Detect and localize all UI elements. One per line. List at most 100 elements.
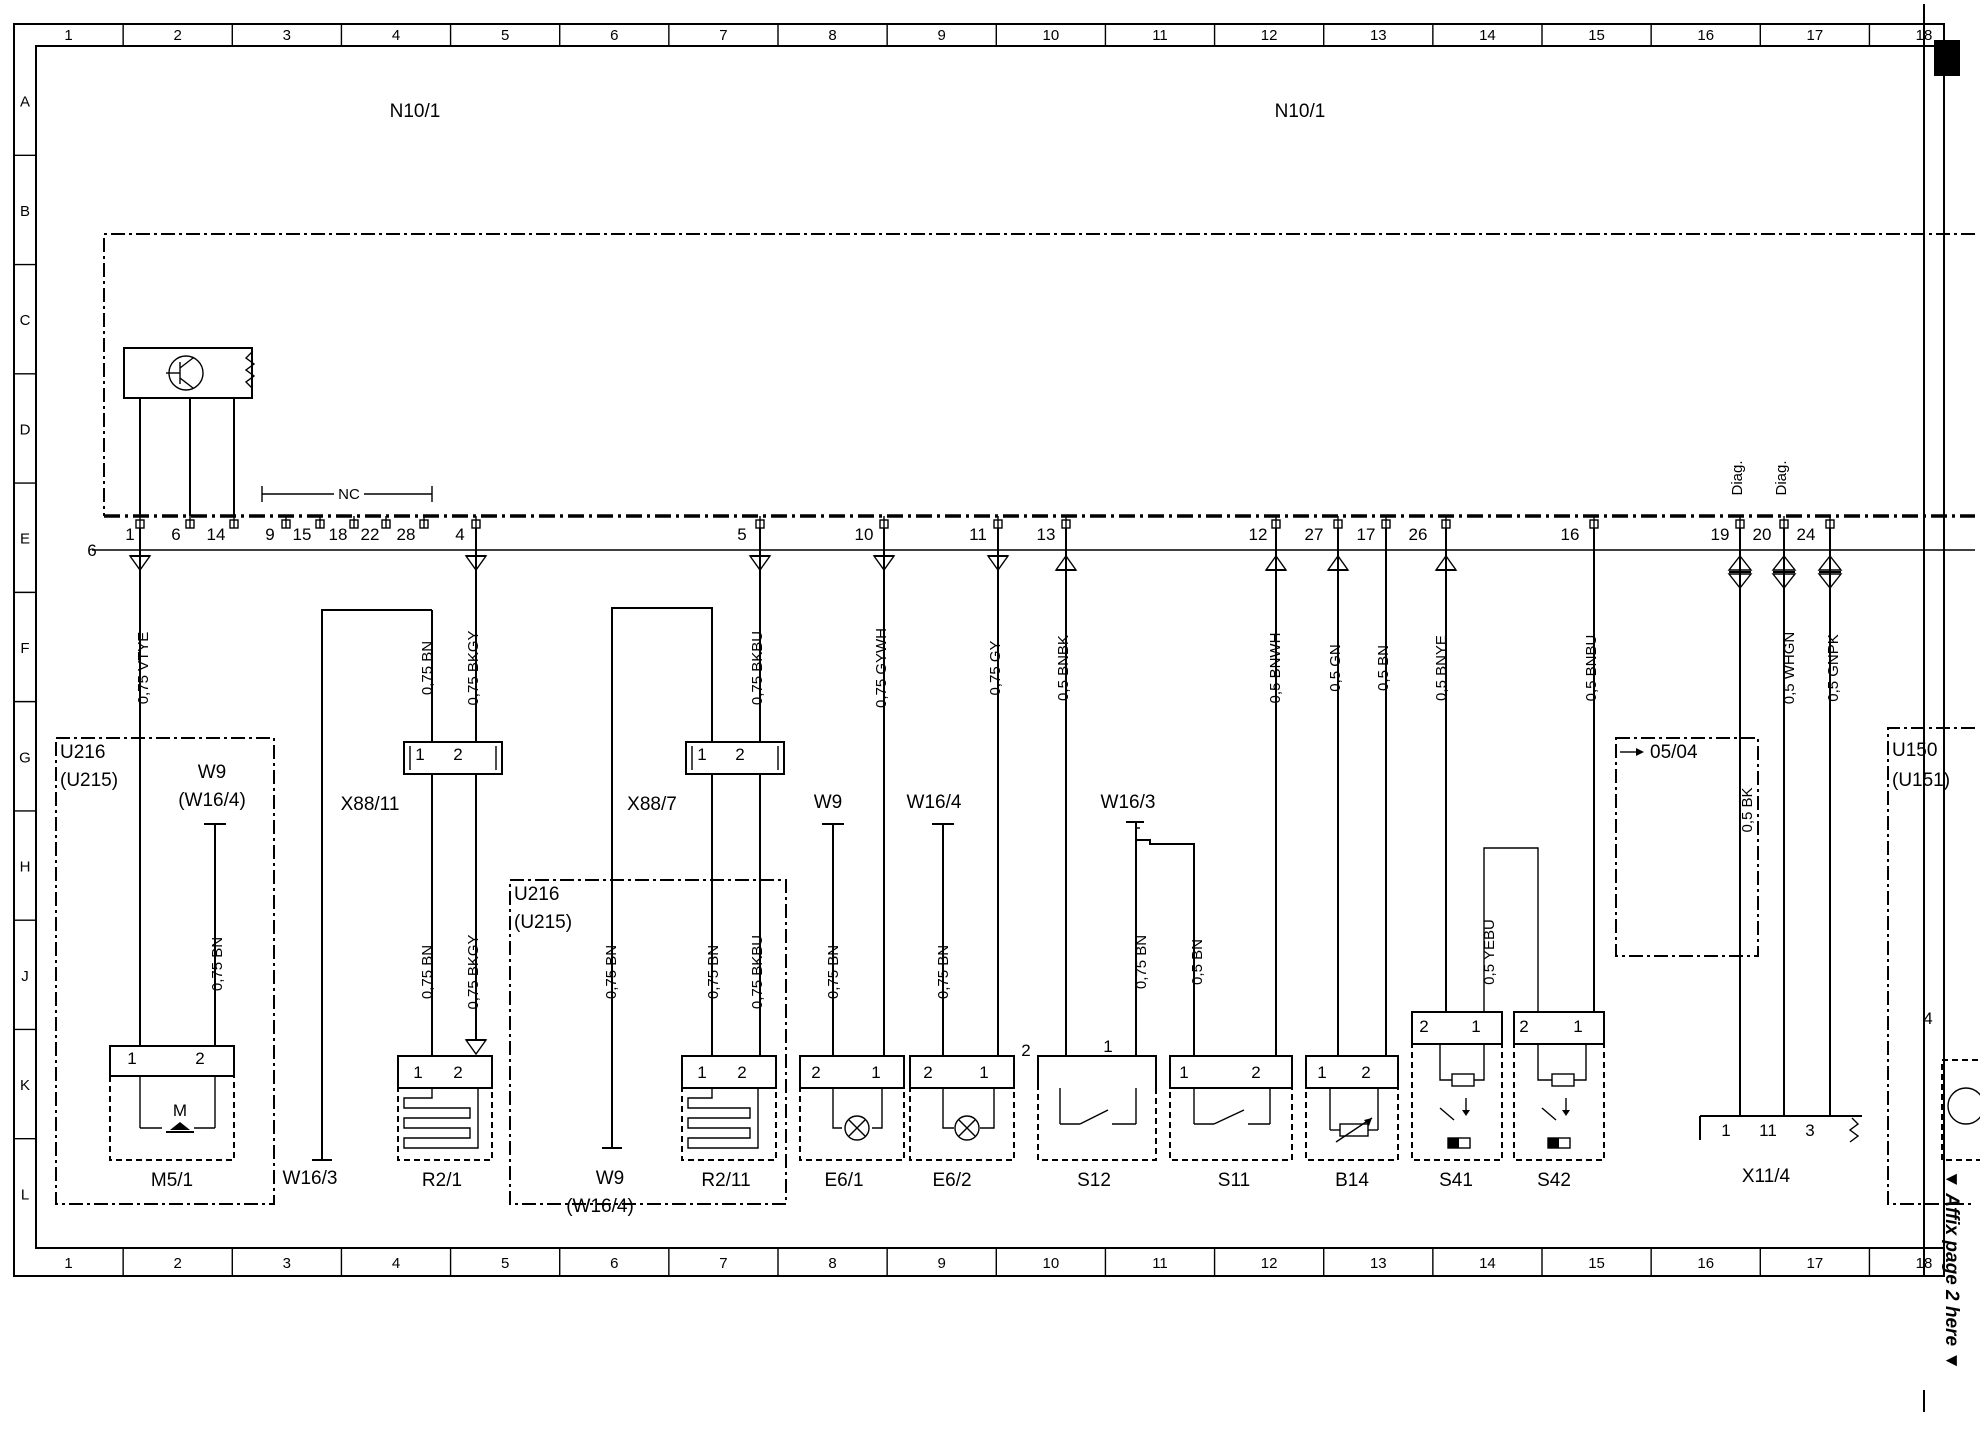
frame (13, 4, 1960, 1412)
w16-3-left: W16/3 (283, 609, 432, 1189)
u150-region: U150 (U151) 4 (1887, 727, 1980, 1205)
wire-label: 0,5 WHGN (1781, 632, 1798, 705)
column-label: 10 (1043, 27, 1060, 44)
pin-label: 1 (871, 1063, 880, 1082)
column-label: 4 (392, 27, 400, 44)
wire-label: 0,5 GNPK (1825, 634, 1842, 702)
x88-11-connector: 1 2 X88/11 (341, 741, 503, 815)
pin-label: 27 (1305, 525, 1324, 544)
w164-label: (W16/4) (178, 790, 246, 811)
x88-7-label: X88/7 (627, 794, 677, 815)
column-label: 6 (610, 1255, 618, 1272)
column-label: 14 (1479, 27, 1496, 44)
wire-label: 0,75 BN (419, 945, 436, 999)
w9-label: W9 (814, 792, 843, 813)
pin-label: 2 (811, 1063, 820, 1082)
column-label: 12 (1261, 1255, 1278, 1272)
column-label: 11 (1152, 1255, 1168, 1272)
column-label: 10 (1043, 1255, 1060, 1272)
module-label-right: N10/1 (1275, 101, 1326, 122)
connector-bi-icon (1727, 554, 1753, 571)
u216-label: U216 (514, 884, 559, 905)
column-label: 8 (828, 1255, 836, 1272)
lamp-icon (844, 1115, 870, 1141)
row-label: B (20, 203, 30, 220)
pin-label: 2 (737, 1063, 746, 1082)
wire-label: 0,75 BN (705, 945, 722, 999)
e6-1-label: E6/1 (824, 1170, 863, 1191)
column-label: 11 (1152, 27, 1168, 44)
column-label: 7 (719, 1255, 727, 1272)
s42-label: S42 (1537, 1170, 1571, 1191)
transistor-block (123, 347, 256, 516)
connector-bi-icon (1817, 554, 1843, 571)
column-label: 12 (1261, 27, 1278, 44)
row-label: L (21, 1186, 29, 1203)
switch-icon (1213, 1109, 1245, 1125)
diag-label: Diag. (1773, 460, 1790, 495)
row-label: A (20, 94, 30, 111)
column-label: 2 (174, 1255, 182, 1272)
pin-label: 11 (1759, 1121, 1777, 1140)
wire-label: 0,5 BN (1375, 645, 1392, 691)
wire-label: 0,75 GYWH (873, 628, 890, 708)
wire-label: 0,5 BK (1739, 787, 1756, 832)
row-label: J (21, 968, 29, 985)
b14-label: B14 (1335, 1170, 1369, 1191)
w16-4-label: W16/4 (907, 792, 962, 813)
pin-label: 20 (1753, 525, 1772, 544)
wire-label: 0,75 BKGY (465, 934, 482, 1009)
s12-label: S12 (1077, 1170, 1111, 1191)
column-label: 1 (64, 1255, 72, 1272)
pin-label: 1 (1103, 1037, 1112, 1056)
column-label: 18 (1916, 1255, 1933, 1272)
s11-label: S11 (1218, 1170, 1250, 1191)
connector-bi-icon (1771, 573, 1797, 590)
affix-note: ▼ Affix page 2 here ▼ (1941, 1170, 1962, 1370)
switch-icon (1079, 1109, 1109, 1125)
pin-label: 24 (1797, 525, 1816, 544)
s41-component: 2 1 S41 (1411, 847, 1539, 1191)
column-label: 5 (501, 27, 509, 44)
column-label: 14 (1479, 1255, 1496, 1272)
pin-label: 2 (1361, 1063, 1370, 1082)
u216-label: U216 (60, 742, 105, 763)
r2-11-component: 1 2 R2/11 (681, 1055, 777, 1191)
wire-label: 0,5 BNYE (1433, 635, 1450, 701)
nc-label: NC (338, 486, 360, 503)
row-label: H (20, 859, 31, 876)
pin-label: 1 (697, 745, 706, 764)
e6-2-label: E6/2 (932, 1170, 971, 1191)
wire-labels: 0,75 VTYE 0,75 BN 0,75 BKGY 0,75 BKBU 0,… (135, 628, 1842, 1010)
u216-region-center: U216 (U215) W9 (W16/4) (509, 879, 787, 1217)
w16-3-label: W16/3 (1101, 792, 1156, 813)
heater-icon (403, 1088, 479, 1149)
pin-label: 2 (195, 1049, 204, 1068)
ref-05-04-box: 05/04 (1615, 737, 1759, 957)
pin-label: 2 (1519, 1017, 1528, 1036)
pin-label: 13 (1037, 525, 1056, 544)
u151-label: (U151) (1892, 770, 1950, 791)
row-label: F (20, 640, 29, 657)
column-label: 5 (501, 1255, 509, 1272)
pin-label: 19 (1711, 525, 1730, 544)
pin-label: 4 (455, 525, 464, 544)
column-label: 17 (1807, 1255, 1824, 1272)
x11-4-label: X11/4 (1742, 1166, 1791, 1187)
connector-bi-icon (1727, 573, 1753, 590)
pin-label: 2 (1021, 1041, 1030, 1060)
pin-label: 14 (207, 525, 226, 544)
pin-label: 6 (87, 541, 96, 560)
wire-label: 0,75 GY (987, 640, 1004, 695)
column-label: 2 (174, 27, 182, 44)
pin-label: 2 (735, 745, 744, 764)
pin-label: 18 (329, 525, 348, 544)
m5-1-label: M5/1 (151, 1170, 193, 1191)
column-label: 16 (1697, 1255, 1714, 1272)
s12-component: 2 1 S12 (1021, 1037, 1157, 1191)
trunk-wires (128, 528, 1843, 1116)
pin-label: 5 (737, 525, 746, 544)
